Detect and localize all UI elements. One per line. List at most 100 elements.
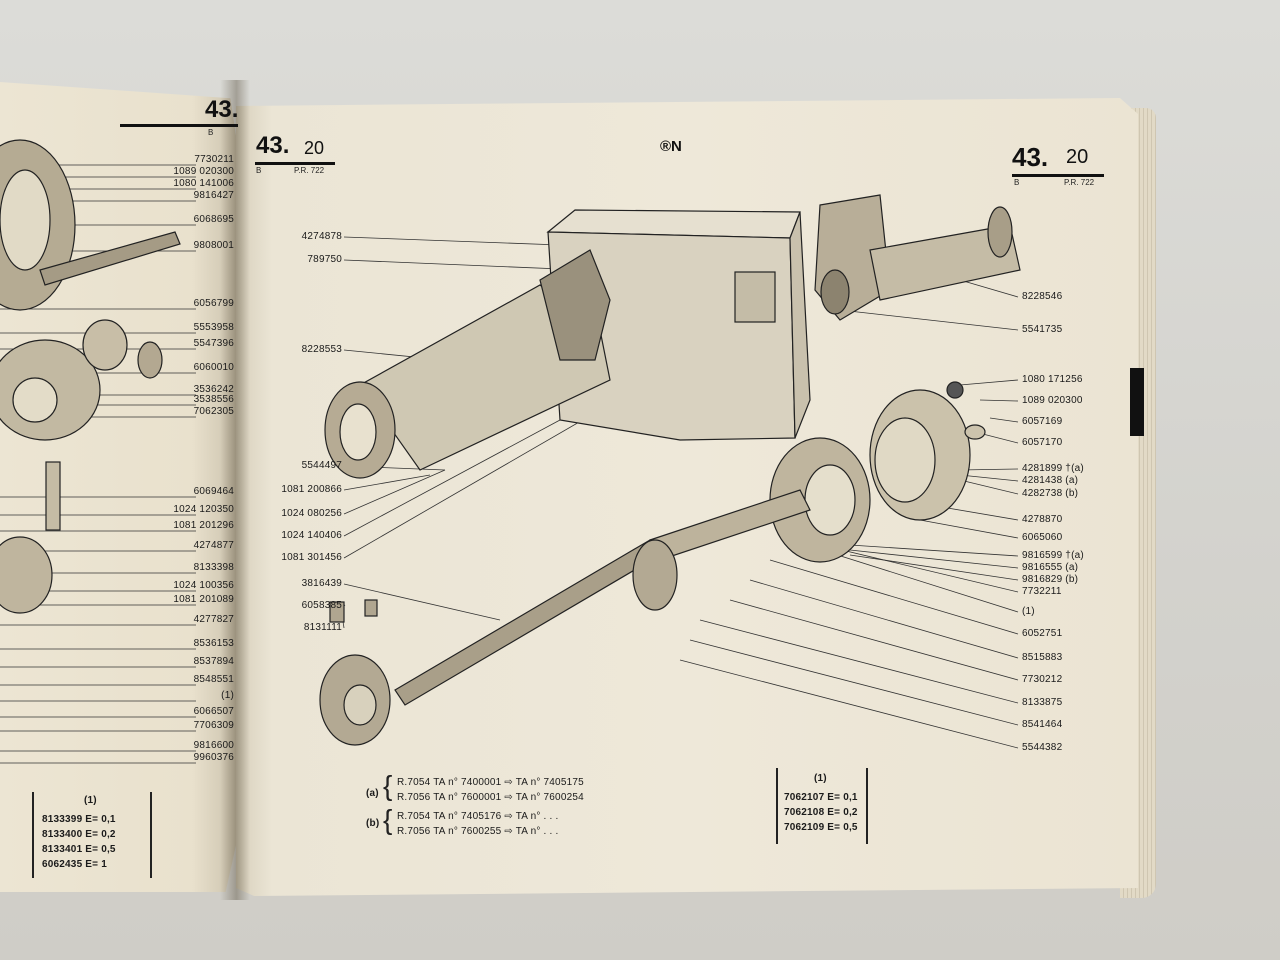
left-section-letter: B	[208, 128, 214, 137]
leader-line	[959, 279, 1019, 298]
leader-line	[919, 519, 1019, 539]
left-callout-label: 5547396	[193, 338, 234, 349]
left-callout-label: 5553958	[193, 322, 234, 333]
left-table-row: 6062435 E= 1	[42, 859, 107, 870]
leader-line	[699, 619, 1019, 704]
right-right-callout-label: 8541464	[1022, 719, 1063, 730]
leader-line	[989, 417, 1019, 423]
right-table-row: 7062109 E= 0,5	[784, 822, 858, 833]
right-section-sub-right: 20	[1066, 146, 1089, 168]
right-right-callout-label: 7732211	[1022, 586, 1062, 597]
footnote-b-brace: {	[383, 804, 393, 835]
thumb-index-tab	[1130, 368, 1144, 436]
left-table-row: 8133399 E= 0,1	[42, 814, 116, 825]
footnote-a-brace: {	[383, 770, 393, 801]
leader-line	[343, 583, 501, 621]
right-left-callout-label: 1081 301456	[281, 552, 342, 563]
left-callout-label: 8536153	[193, 638, 234, 649]
right-left-callout-label: 5544497	[301, 460, 342, 471]
leader-line	[729, 599, 1019, 681]
right-left-callout-label: 1024 140406	[281, 530, 342, 541]
left-callout-label: 3536242	[193, 384, 234, 395]
left-callout-label: 7706309	[193, 720, 234, 731]
left-callout-label: 9816600	[193, 740, 234, 751]
right-right-callout-label: 4282738 (b)	[1022, 488, 1079, 499]
left-section-number: 43.	[205, 96, 239, 123]
left-callout-label: 6068695	[193, 214, 234, 225]
leader-line	[849, 554, 1019, 581]
leader-line	[679, 659, 1019, 749]
left-callout-label: 3538556	[193, 394, 234, 405]
left-callout-label: 1089 020300	[173, 166, 234, 177]
right-right-callout-label: 8133875	[1022, 697, 1063, 708]
left-size-table	[32, 792, 152, 878]
right-left-callout-label: 3816439	[301, 578, 342, 589]
leader-line	[749, 579, 1019, 659]
right-table-header: (1)	[814, 773, 827, 784]
right-right-callout-label: 6057169	[1022, 416, 1063, 427]
right-left-callout-label: 8131111	[303, 622, 342, 633]
right-right-callout-label: 7730212	[1022, 674, 1063, 685]
leader-line	[343, 419, 561, 537]
left-callout-label: 6069464	[193, 486, 234, 497]
left-callout-label: 1024 120350	[173, 504, 234, 515]
left-callout-label: 6060010	[193, 362, 234, 373]
left-callout-label: 9808001	[193, 240, 234, 251]
left-callout-label: 4277827	[193, 614, 234, 625]
leader-line	[343, 469, 446, 515]
left-callout-label: 8548551	[193, 674, 234, 685]
right-size-table	[776, 768, 868, 844]
leader-line	[979, 399, 1019, 402]
footnote-a-label: (a)	[366, 788, 379, 799]
axle-housing-drawing	[319, 194, 1021, 746]
left-callout-label: 6066507	[193, 706, 234, 717]
right-left-callout-label: 8228553	[301, 344, 342, 355]
footnote-a-line-1: R.7054 TA n° 7400001 ⇨ TA n° 7405175	[397, 777, 584, 788]
right-section-ref-right: P.R. 722	[1064, 178, 1095, 187]
right-table-row: 7062108 E= 0,2	[784, 807, 858, 818]
right-right-callout-label: 8515883	[1022, 652, 1063, 663]
right-section-letter-left: B	[256, 166, 262, 175]
right-right-callout-label: 1080 171256	[1022, 374, 1083, 385]
right-section-rule-left	[255, 162, 335, 165]
left-callout-label: 1081 201296	[173, 520, 234, 531]
right-section-rule-right	[1012, 174, 1104, 177]
left-callout-label: (1)	[221, 690, 234, 701]
leader-line	[959, 468, 1019, 471]
right-right-callout-label: 9816829 (b)	[1022, 574, 1079, 585]
right-right-callout-label: 1089 020300	[1022, 395, 1083, 406]
book-gutter	[220, 80, 250, 900]
right-right-callout-label: 4281438 (a)	[1022, 475, 1079, 486]
right-right-callout-label: 5544382	[1022, 742, 1063, 753]
leader-line	[849, 544, 1019, 557]
right-right-callout-label: 6065060	[1022, 532, 1063, 543]
leader-line	[343, 236, 561, 246]
right-left-callout-label: 1024 080256	[281, 508, 342, 519]
right-section-letter-right: B	[1014, 178, 1020, 187]
left-callout-label: 1080 141006	[173, 178, 234, 189]
left-table-header: (1)	[84, 795, 97, 806]
right-right-callout-label: 8228546	[1022, 291, 1063, 302]
leader-line	[343, 409, 601, 559]
left-callout-label: 1081 201089	[173, 594, 234, 605]
leader-line	[769, 559, 1019, 635]
left-table-row: 8133400 E= 0,2	[42, 829, 116, 840]
right-right-callout-label: 9816555 (a)	[1022, 562, 1079, 573]
left-section-rule	[120, 124, 238, 127]
right-section-ref-left: P.R. 722	[294, 166, 325, 175]
right-right-callout-label: 4278870	[1022, 514, 1063, 525]
right-right-callout-label: 4281899 †(a)	[1022, 463, 1084, 474]
right-left-callout-label: 1081 200866	[281, 484, 342, 495]
left-callout-label: 8537894	[193, 656, 234, 667]
footnote-b-label: (b)	[366, 818, 380, 829]
right-section-number-right: 43.	[1012, 142, 1049, 172]
right-left-callout-label: 6058385	[301, 600, 342, 611]
right-table-row: 7062107 E= 0,1	[784, 792, 858, 803]
leader-line	[343, 474, 431, 491]
left-callout-label: 1024 100356	[173, 580, 234, 591]
leader-line	[959, 379, 1019, 386]
manufacturer-logo: ®N	[660, 138, 682, 155]
leader-line	[689, 639, 1019, 726]
